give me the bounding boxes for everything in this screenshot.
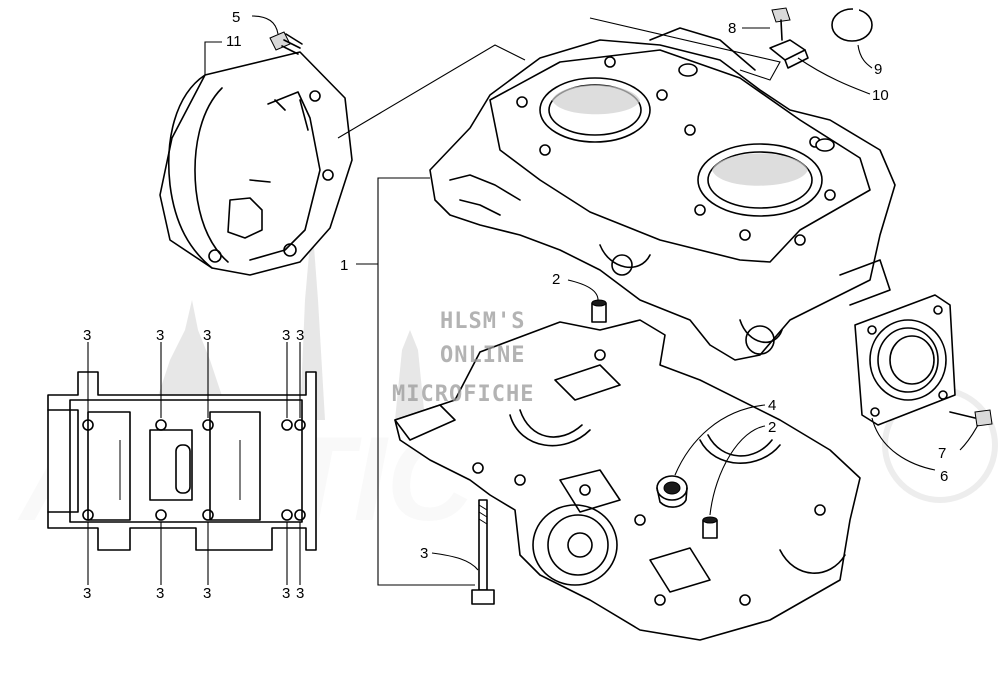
leader-lines: [87, 15, 979, 586]
callout-5: 5: [232, 9, 240, 26]
callout-3-bottom-view: 3: [282, 585, 290, 602]
watermark-text: HLSM'S ONLINE MICROFICHE: [392, 309, 534, 407]
callout-3-bottom-view: 3: [296, 585, 304, 602]
callout-3-bottom-view: 3: [83, 327, 91, 344]
callout-2-upper: 2: [552, 271, 560, 288]
watermark-line-1: HLSM'S: [440, 309, 525, 334]
callout-labels: 1 2 2 4 3 5 11 8 9 10 6 7 3 3 3 3 3 3 3 …: [83, 9, 948, 602]
callout-3-bottom-view: 3: [156, 585, 164, 602]
callout-1: 1: [340, 257, 348, 274]
callout-3-bottom-view: 3: [296, 327, 304, 344]
callout-6: 6: [940, 468, 948, 485]
cover-plate-part-6: [854, 294, 956, 426]
dowel-part-2-lower: [702, 516, 718, 539]
callout-11: 11: [226, 33, 242, 50]
callout-10: 10: [872, 87, 889, 104]
callout-7: 7: [938, 445, 946, 462]
callout-3-bottom-view: 3: [203, 585, 211, 602]
callout-3-bottom-view: 3: [203, 327, 211, 344]
bracket-part-10: [769, 39, 809, 69]
lower-case-holes: [472, 349, 826, 606]
bolt-part-5: [269, 31, 303, 55]
callout-3-bottom-view: 3: [83, 585, 91, 602]
bolt-part-7: [949, 409, 993, 427]
upper-crankcase: [429, 27, 896, 361]
callout-8: 8: [728, 20, 736, 37]
callout-3-bottom-view: 3: [282, 327, 290, 344]
crankcase-bottom-view: [47, 371, 317, 551]
dowel-part-4: [656, 475, 688, 508]
watermark-line-2: ONLINE: [440, 343, 525, 368]
callout-3-bottom-view: 3: [156, 327, 164, 344]
dowel-part-2-upper: [591, 299, 607, 323]
callout-3-long-bolt: 3: [420, 545, 428, 562]
callout-4: 4: [768, 397, 776, 414]
long-bolt-part-3: [471, 499, 495, 605]
callout-9: 9: [874, 61, 882, 78]
callout-2-lower: 2: [768, 419, 776, 436]
snap-ring-part-9: [831, 6, 873, 42]
lower-crankcase: [394, 319, 861, 641]
bottom-view-bolt-holes: [82, 419, 306, 521]
watermark-line-3: MICROFICHE: [392, 382, 534, 407]
bolt-part-8: [771, 7, 791, 41]
magneto-housing-part-11: [159, 51, 353, 276]
